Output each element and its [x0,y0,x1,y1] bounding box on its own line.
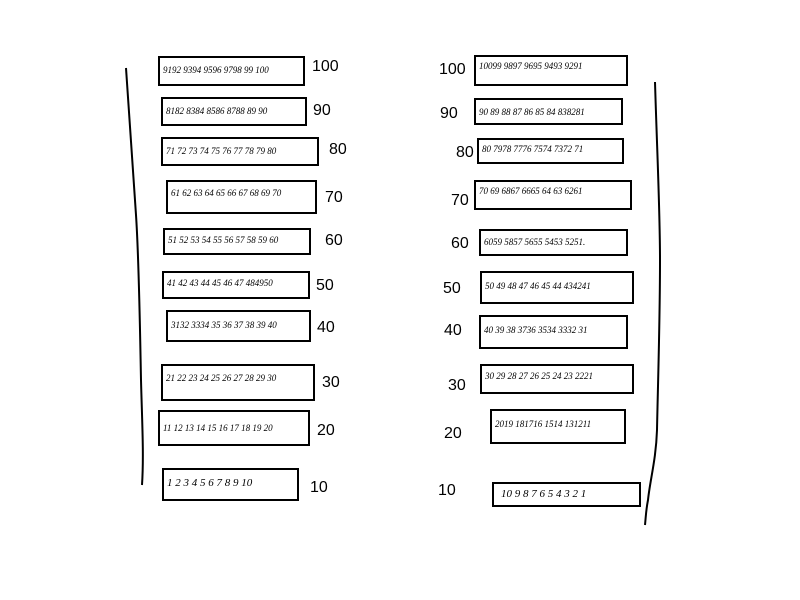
right-box-90: 90 89 88 87 86 85 84 838281 [474,98,623,125]
right-box-50: 50 49 48 47 46 45 44 434241 [480,271,634,304]
left-tag-80: 80 [329,141,347,158]
right-tag-70: 70 [451,192,469,209]
right-box-30: 30 29 28 27 26 25 24 23 2221 [480,364,634,394]
right-tag-20: 20 [444,425,462,442]
left-tag-30: 30 [322,374,340,391]
right-box-10: 10 9 8 7 6 5 4 3 2 1 [492,482,641,507]
left-tag-100: 100 [312,58,339,75]
right-tag-10: 10 [438,482,456,499]
left-box-100: 9192 9394 9596 9798 99 100 [158,56,305,86]
left-tag-10: 10 [310,479,328,496]
left-box-90: 8182 8384 8586 8788 89 90 [161,97,307,126]
left-box-70: 61 62 63 64 65 66 67 68 69 70 [166,180,317,214]
left-box-10: 1 2 3 4 5 6 7 8 9 10 [162,468,299,501]
left-tag-60: 60 [325,232,343,249]
left-tag-90: 90 [313,102,331,119]
left-box-50: 41 42 43 44 45 46 47 484950 [162,271,310,299]
right-box-40: 40 39 38 3736 3534 3332 31 [479,315,628,349]
left-tag-20: 20 [317,422,335,439]
right-tag-80: 80 [456,144,474,161]
left-box-60: 51 52 53 54 55 56 57 58 59 60 [163,228,311,255]
left-bracket-line [125,67,144,486]
left-tag-50: 50 [316,277,334,294]
left-box-20: 11 12 13 14 15 16 17 18 19 20 [158,410,310,446]
right-box-70: 70 69 6867 6665 64 63 6261 [474,180,632,210]
right-tag-40: 40 [444,322,462,339]
right-tag-30: 30 [448,377,466,394]
right-bracket-line [644,81,662,526]
left-box-40: 3132 3334 35 36 37 38 39 40 [166,310,311,342]
left-tag-40: 40 [317,319,335,336]
right-tag-50: 50 [443,280,461,297]
left-box-30: 21 22 23 24 25 26 27 28 29 30 [161,364,315,401]
right-box-100: 10099 9897 9695 9493 9291 [474,55,628,86]
right-box-20: 2019 181716 1514 131211 [490,409,626,444]
left-tag-70: 70 [325,189,343,206]
right-tag-100: 100 [439,61,466,78]
right-box-60: 6059 5857 5655 5453 5251. [479,229,628,256]
right-tag-90: 90 [440,105,458,122]
right-tag-60: 60 [451,235,469,252]
left-box-80: 71 72 73 74 75 76 77 78 79 80 [161,137,319,166]
right-box-80: 80 7978 7776 7574 7372 71 [477,138,624,164]
